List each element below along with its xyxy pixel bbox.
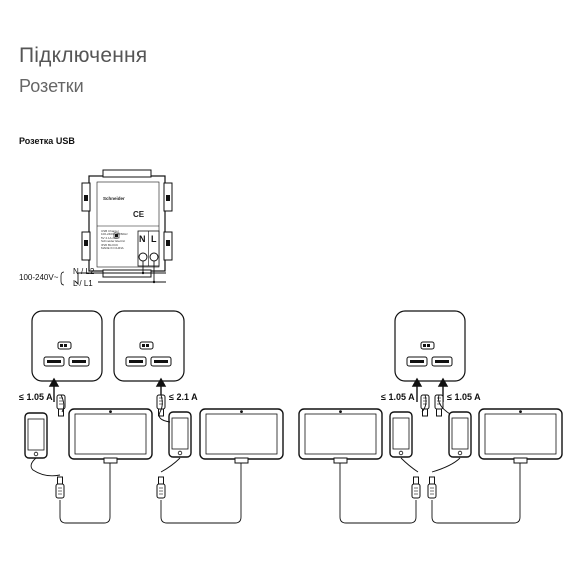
module-label-line: 5V 2.1A max (101, 235, 119, 240)
tablet-1 (68, 408, 153, 460)
usb-plug-5 (55, 476, 65, 499)
current-rating-1: ≤ 1.05 A (19, 392, 53, 402)
l-wire-label: L / L1 (73, 279, 93, 288)
tablet-connectors (103, 457, 528, 464)
phone-2 (168, 411, 192, 458)
usb-plug-6 (156, 476, 166, 499)
phone-4 (448, 411, 472, 458)
n-wire-label: N / L2 (73, 267, 95, 276)
brand-logo: Schneider (103, 196, 125, 201)
voltage-text: 100-240V (19, 273, 54, 282)
page-subtitle: Розетки (19, 76, 84, 96)
phone-3 (389, 411, 413, 458)
module-label-line: 100-240V~ 50/60Hz (101, 232, 128, 237)
ce-mark: CE (133, 210, 145, 219)
tablet-3 (298, 408, 383, 460)
cables (30, 394, 521, 524)
usb-plug-4 (434, 394, 444, 417)
usb-socket-module (81, 169, 173, 278)
terminal-n-label: N (139, 234, 146, 244)
module-label-line: USB Charger (101, 229, 119, 233)
usb-plug-7 (411, 476, 421, 499)
current-rating-2: ≤ 2.1 A (169, 392, 198, 402)
current-rating-4: ≤ 1.05 A (447, 392, 481, 402)
module-label-line: IP20 BLOCK (101, 242, 119, 247)
socket-box-3 (395, 311, 465, 381)
terminal-l-label: L (151, 234, 157, 244)
voltage-label: 100-240V~ (19, 273, 59, 282)
usb-plug-8 (427, 476, 437, 499)
phone-1 (24, 412, 48, 459)
usb-plug-2 (156, 394, 166, 417)
supply-wires (60, 261, 166, 286)
module-label-line: Schneider Electric (101, 239, 126, 244)
tablet-4 (478, 408, 563, 460)
module-label: USB Charger 100-240V~ 50/60Hz 5V 2.1A ma… (101, 229, 137, 251)
socket-box-1 (32, 311, 102, 381)
usb-plug-3 (420, 394, 430, 417)
page-title: Підключення (19, 44, 148, 67)
tablet-2 (199, 408, 284, 460)
current-rating-3: ≤ 1.05 A (381, 392, 415, 402)
module-label-line: MADE IN CHINA (101, 246, 124, 251)
socket-box-2 (114, 311, 184, 381)
section-label: Розетка USB (19, 136, 75, 146)
